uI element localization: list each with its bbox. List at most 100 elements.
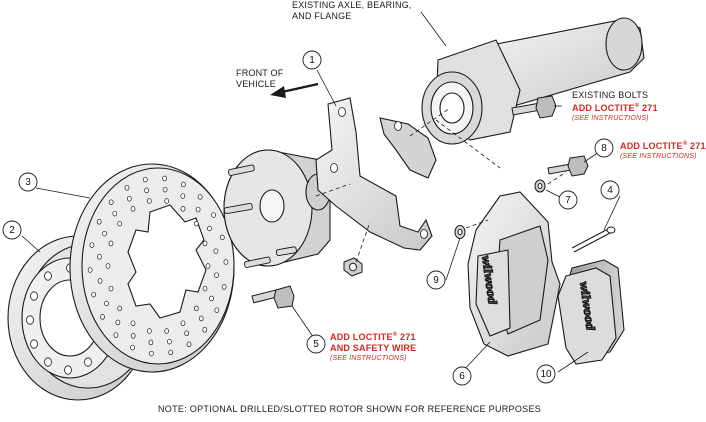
- part-number-label: 8: [601, 143, 607, 154]
- axle-callout-line2: AND FLANGE: [292, 11, 352, 21]
- part-number-label: 1: [309, 55, 315, 66]
- part-callout-circle: [558, 190, 578, 210]
- rotor-drill-hole: [213, 248, 219, 254]
- hub-flange: [223, 149, 331, 268]
- registered-mark: ®: [682, 141, 688, 147]
- rotor-drill-hole: [149, 350, 154, 357]
- rotor-drill-hole: [198, 315, 204, 322]
- rotor-drill-hole: [130, 333, 136, 339]
- rotor-drill-hole: [202, 327, 208, 333]
- rotor-drill-hole: [180, 320, 186, 326]
- part-number-label: 6: [459, 371, 465, 382]
- reference-note: NOTE: OPTIONAL DRILLED/SLOTTED ROTOR SHO…: [158, 404, 542, 414]
- rotor-drill-hole: [108, 199, 114, 205]
- item5-callout: ADD LOCTITE® 271 AND SAFETY WIRE (SEE IN…: [330, 330, 416, 363]
- rotor-drill-hole: [162, 175, 167, 182]
- rotor-drill-hole: [162, 186, 168, 193]
- rotor-drill-hole: [205, 263, 211, 269]
- rotor-drill-holes: [87, 175, 229, 357]
- caliper-bracket: [315, 97, 437, 251]
- rotor-drill-hole: [97, 254, 102, 260]
- part-callout-circle: [2, 220, 22, 240]
- rotor-drill-hole: [209, 295, 214, 302]
- part-callout-circle: [600, 180, 620, 200]
- rotor-drill-hole: [117, 305, 123, 312]
- rotor-drill-hole: [113, 332, 119, 338]
- part-number-label: 2: [9, 225, 15, 236]
- rotor-drill-hole: [91, 291, 97, 298]
- rotor-drill-hole: [197, 194, 203, 200]
- rotor-drill-hole: [108, 240, 114, 247]
- item5-instructions-label: (SEE INSTRUCTIONS): [330, 355, 407, 362]
- item5-safety-wire-label: AND SAFETY WIRE: [330, 343, 417, 353]
- rotor-drill-hole: [207, 225, 212, 232]
- rotor-drill-hole: [115, 319, 121, 326]
- rotor-drill-hole: [97, 278, 103, 284]
- rotor-drill-hole: [211, 212, 216, 218]
- rotor-drill-hole: [184, 330, 190, 337]
- part-number-label: 10: [540, 369, 552, 380]
- part-callout-circle: [18, 172, 38, 192]
- rotor-drill-hole: [214, 307, 220, 313]
- rotor-drill-hole: [219, 234, 225, 241]
- rotor-drill-hole: [193, 305, 199, 312]
- rotor-drill-hole: [117, 220, 123, 227]
- washer-9: [454, 225, 466, 239]
- rotor-drill-hole: [193, 220, 199, 227]
- cotter-pin: [571, 226, 616, 253]
- axle-callout: EXISTING AXLE, BEARING, AND FLANGE: [292, 0, 412, 22]
- item8-instructions-label: (SEE INSTRUCTIONS): [620, 153, 697, 160]
- rotor-drill-hole: [102, 230, 107, 237]
- front-direction-arrow: [270, 82, 319, 98]
- rotor-drill-hole: [214, 272, 219, 278]
- rotor-drill-hole: [146, 198, 152, 204]
- bolts-loctite-label: ADD LOCTITE® 271: [572, 103, 658, 113]
- rotor-drill-hole: [87, 267, 93, 273]
- washer-7: [534, 179, 546, 193]
- rotor-drill-hole: [146, 328, 152, 334]
- rotor-drill-hole: [89, 242, 95, 248]
- rotor-drill-hole: [223, 259, 229, 265]
- rotor-drill-hole: [167, 338, 172, 345]
- item5-loctite-label: ADD LOCTITE® 271: [330, 332, 416, 342]
- rotor-drill-hole: [105, 263, 111, 269]
- rotor-drill-hole: [100, 314, 105, 320]
- part-callout-circle: [306, 334, 326, 354]
- bolts-instructions-label: (SEE INSTRUCTIONS): [572, 115, 649, 122]
- rotor-drill-hole: [124, 184, 130, 191]
- rotor-drill-hole: [108, 285, 114, 292]
- rotor-drill-hole: [130, 344, 135, 351]
- wheel-studs: [223, 164, 297, 268]
- rotor-drill-hole: [126, 195, 132, 202]
- item8-loctite-label: ADD LOCTITE® 271: [620, 141, 706, 151]
- front-label-line1: FRONT OF: [236, 68, 284, 78]
- part-number-label: 4: [607, 185, 613, 196]
- rotor-drill-hole: [180, 193, 186, 199]
- registered-mark: ®: [392, 332, 398, 338]
- rotor-drill-hole: [180, 206, 186, 212]
- rotor-drill-hole: [96, 219, 102, 225]
- part-callout-circle: [594, 138, 614, 158]
- item8-callout: ADD LOCTITE® 271 (SEE INSTRUCTIONS): [620, 139, 706, 161]
- caliper-bolt: [547, 155, 589, 177]
- assembly-guide-lines: [315, 107, 567, 263]
- brake-pads: wilwood: [557, 259, 625, 365]
- existing-bolt: [511, 95, 557, 119]
- existing-bolts-callout: EXISTING BOLTS ADD LOCTITE® 271 (SEE INS…: [572, 90, 658, 123]
- rotor-center-bore: [127, 204, 207, 319]
- part-callout-circle: [426, 270, 446, 290]
- part-callout-circle: [452, 366, 472, 386]
- rotor-drill-hole: [195, 206, 201, 213]
- rotor-drill-hole: [130, 206, 136, 212]
- rotor-drill-hole: [221, 284, 227, 290]
- rotor-drill-hole: [168, 349, 174, 356]
- part-number-label: 7: [565, 195, 571, 206]
- rotor-drill-hole: [181, 181, 186, 188]
- rotor-drill-hole: [104, 300, 109, 307]
- drilled-rotor: [69, 163, 235, 373]
- rotor-drill-hole: [202, 240, 208, 247]
- axle-callout-line1: EXISTING AXLE, BEARING,: [292, 0, 412, 10]
- mounting-bolt: [251, 285, 295, 309]
- rotor-drill-hole: [130, 320, 136, 326]
